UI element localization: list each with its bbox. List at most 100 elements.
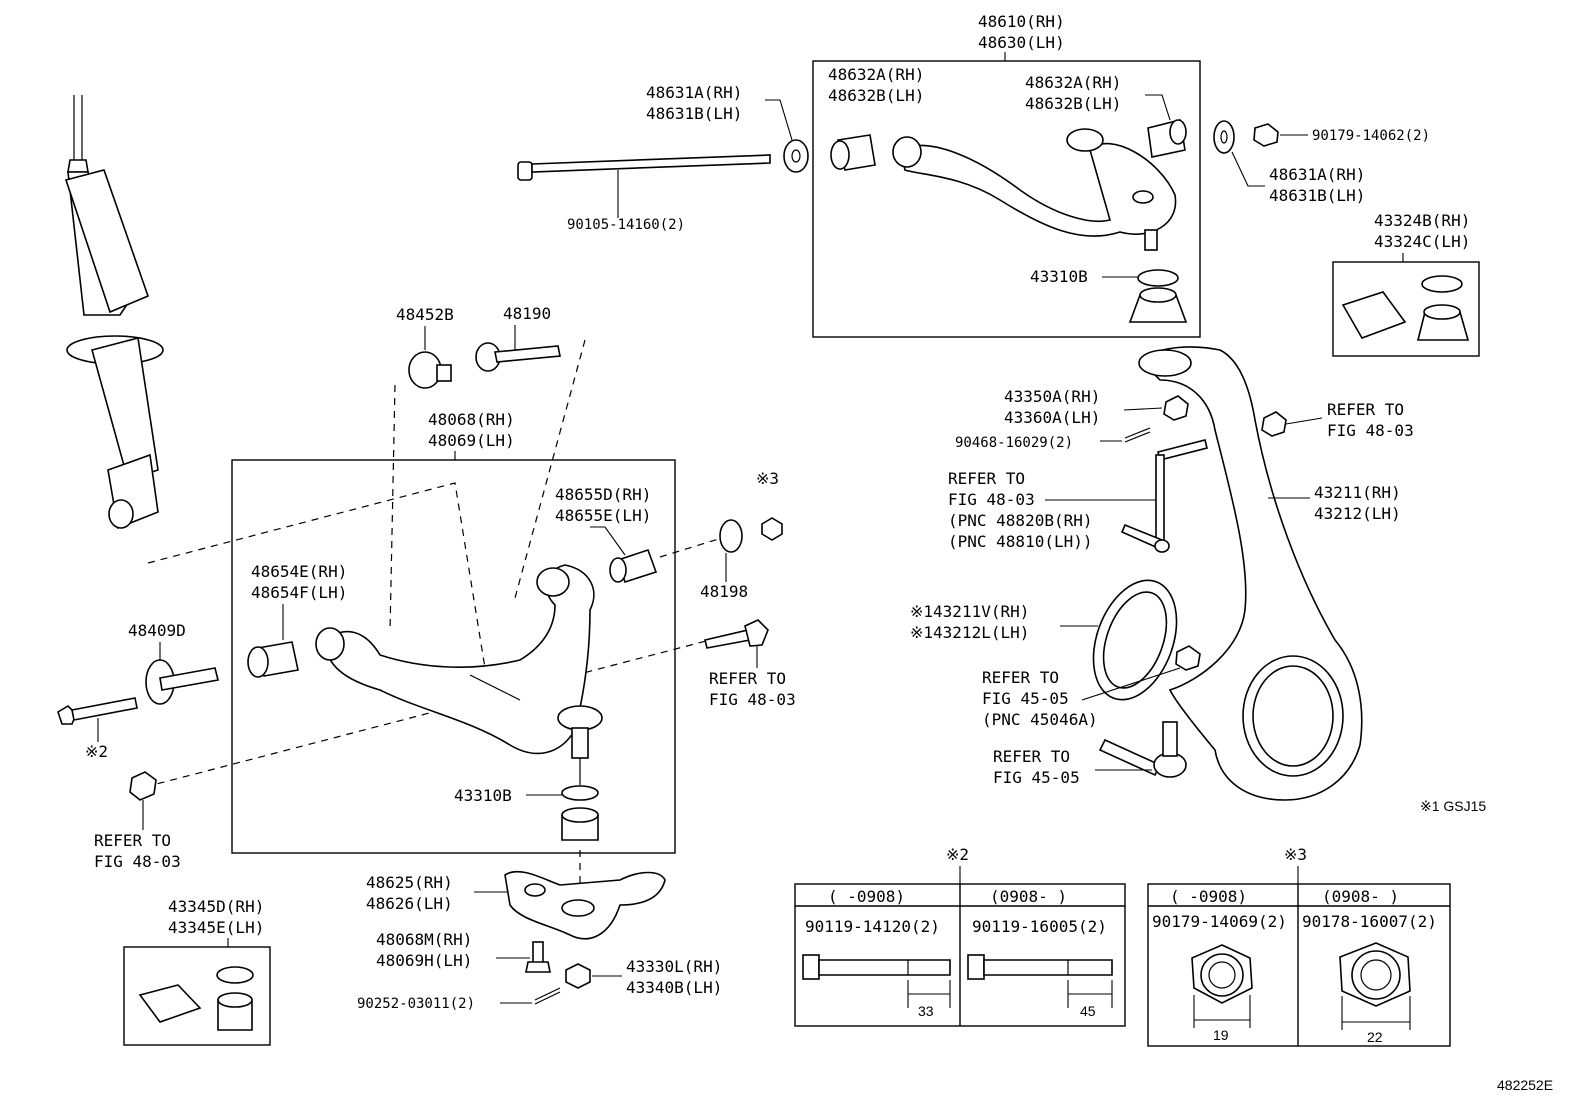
cam-washer-left <box>783 139 809 173</box>
cam-right-lh-label: 48631B(LH) <box>1269 186 1365 205</box>
cam-bolt-label: 48190 <box>503 304 551 323</box>
dash-cam-to-bush <box>389 384 396 633</box>
table3-col1-part: 90179-14069(2) <box>1152 912 1287 931</box>
upper-arm-lh-label: 48630(LH) <box>978 33 1065 52</box>
upper-bush-right <box>1147 119 1187 158</box>
boot-kit-upper-box <box>1332 261 1480 357</box>
upper-arm-group-box <box>812 60 1201 338</box>
stab-link-label-3: (PNC 48820B(RH) <box>948 511 1093 530</box>
table2-col1-range: ( -0908) <box>828 887 905 906</box>
bolt-48068m <box>525 941 551 973</box>
nut-43330-rh-label: 43330L(RH) <box>626 957 722 976</box>
table3-col2-part: 90178-16007(2) <box>1302 912 1437 931</box>
lower-bolt-right <box>704 619 769 649</box>
bush-left-lh-label: 48632B(LH) <box>828 86 924 105</box>
lower-ball-joint-boot <box>561 785 599 841</box>
lower-left-nut <box>129 771 157 801</box>
tie-rod-label-2: FIG 45-05 <box>993 768 1080 787</box>
note1-label: ※1 GSJ15 <box>1420 798 1486 814</box>
cam-left-rh-label: 48631A(RH) <box>646 83 742 102</box>
steering-knuckle <box>1138 346 1363 801</box>
stab-link-label-1: REFER TO <box>948 469 1025 488</box>
cam-washer-right <box>1213 120 1235 154</box>
refer-nut-knuckle-label-3: (PNC 45046A) <box>982 710 1098 729</box>
lower-front-bush <box>247 641 299 678</box>
boot-kit-upper-rh-label: 43324B(RH) <box>1374 211 1470 230</box>
table2-col2-range: (0908- ) <box>990 887 1067 906</box>
table3-col2-range: (0908- ) <box>1322 887 1399 906</box>
bolt-48068m-rh-label: 48068M(RH) <box>376 930 472 949</box>
boot-kit-lower-parts <box>138 966 254 1031</box>
nut-43340-lh-label: 43340B(LH) <box>626 978 722 997</box>
rear-bush-rh-label: 48655D(RH) <box>555 485 651 504</box>
upper-nut <box>1253 123 1279 147</box>
refer-bolt-label-1: REFER TO <box>709 669 786 688</box>
mark2-label: ※2 <box>85 742 108 761</box>
bush-left-rh-label: 48632A(RH) <box>828 65 924 84</box>
seal-lh-label: ※143212L(LH) <box>910 623 1029 642</box>
lower-rear-bush <box>609 548 658 584</box>
lower-arm-group-box <box>231 459 676 854</box>
knuckle-lh-label: 43212(LH) <box>1314 504 1401 523</box>
lower-boot-label: 43310B <box>454 786 512 805</box>
table3-nut-22 <box>1339 942 1411 1030</box>
bolt-top-label: 90105-14160(2) <box>567 217 685 233</box>
cam-48409d <box>145 659 219 705</box>
refer-nut-label-2: FIG 48-03 <box>94 852 181 871</box>
front-bush-rh-label: 48654E(RH) <box>251 562 347 581</box>
boot-kit-upper-lh-label: 43324C(LH) <box>1374 232 1470 251</box>
refer-r1-label-1: REFER TO <box>1327 400 1404 419</box>
lower-arm-rh-label: 48068(RH) <box>428 410 515 429</box>
boot-kit-lower-box <box>123 946 271 1046</box>
refer-nut-knuckle-label-2: FIG 45-05 <box>982 689 1069 708</box>
dash-rear-bush <box>659 536 726 558</box>
bracket-rh-label: 48625(RH) <box>366 873 453 892</box>
upper-arm-rh-label: 48610(RH) <box>978 12 1065 31</box>
table2-mark: ※2 <box>946 845 969 864</box>
nut-43350-rh-label: 43350A(RH) <box>1004 387 1100 406</box>
upper-control-arm <box>892 128 1177 251</box>
table2-col2-dim: 45 <box>1080 1003 1096 1019</box>
knuckle-rh-label: 43211(RH) <box>1314 483 1401 502</box>
bush-right-lh-label: 48632B(LH) <box>1025 94 1121 113</box>
table3-col1-dim: 19 <box>1213 1027 1229 1043</box>
cam-left-lh-label: 48631B(LH) <box>646 104 742 123</box>
upper-bush-left <box>830 134 876 171</box>
nut-43360-lh-label: 43360A(LH) <box>1004 408 1100 427</box>
refer-nut-knuckle-label-1: REFER TO <box>982 668 1059 687</box>
castle-nut-lower <box>565 963 591 989</box>
cam-right-rh-label: 48631A(RH) <box>1269 165 1365 184</box>
dash-shock-to-arm <box>147 482 486 669</box>
table2-col1-dim: 33 <box>918 1003 934 1019</box>
boot-kit-lower-lh-label: 43345E(LH) <box>168 918 264 937</box>
cotter-pin-upper <box>1124 427 1151 443</box>
upper-boot-label: 43310B <box>1030 267 1088 286</box>
table3-mark: ※3 <box>1284 845 1307 864</box>
lower-control-arm <box>315 564 603 785</box>
table2-bolt-short <box>802 954 951 1008</box>
cam-plate-label: 48452B <box>396 305 454 324</box>
seal-rh-label: ※143211V(RH) <box>910 602 1029 621</box>
stabilizer-link <box>1120 439 1208 553</box>
knuckle-nut <box>1175 645 1201 671</box>
nut-mark3 <box>761 517 783 541</box>
tie-rod-end <box>1098 721 1187 778</box>
knuckle-bolt-nut <box>1261 411 1287 437</box>
figure-id: 482252E <box>1497 1077 1553 1093</box>
table3-col1-range: ( -0908) <box>1170 887 1247 906</box>
cotter-pin-lower <box>534 987 561 1005</box>
rear-bush-lh-label: 48655E(LH) <box>555 506 651 525</box>
lower-bracket <box>504 870 666 940</box>
upper-long-bolt <box>517 154 771 181</box>
table3-col2-dim: 22 <box>1367 1029 1383 1045</box>
refer-r1-label-2: FIG 48-03 <box>1327 421 1414 440</box>
cam-bolt-48190 <box>475 342 561 372</box>
table2-col2-part: 90119-16005(2) <box>972 917 1107 936</box>
cam-plate-48452b <box>408 351 452 389</box>
bracket-lh-label: 48626(LH) <box>366 894 453 913</box>
nut-top-label: 90179-14062(2) <box>1312 128 1430 144</box>
bush-right-rh-label: 48632A(RH) <box>1025 73 1121 92</box>
upper-ball-joint-boot <box>1128 269 1188 323</box>
shock-absorber <box>64 95 164 530</box>
